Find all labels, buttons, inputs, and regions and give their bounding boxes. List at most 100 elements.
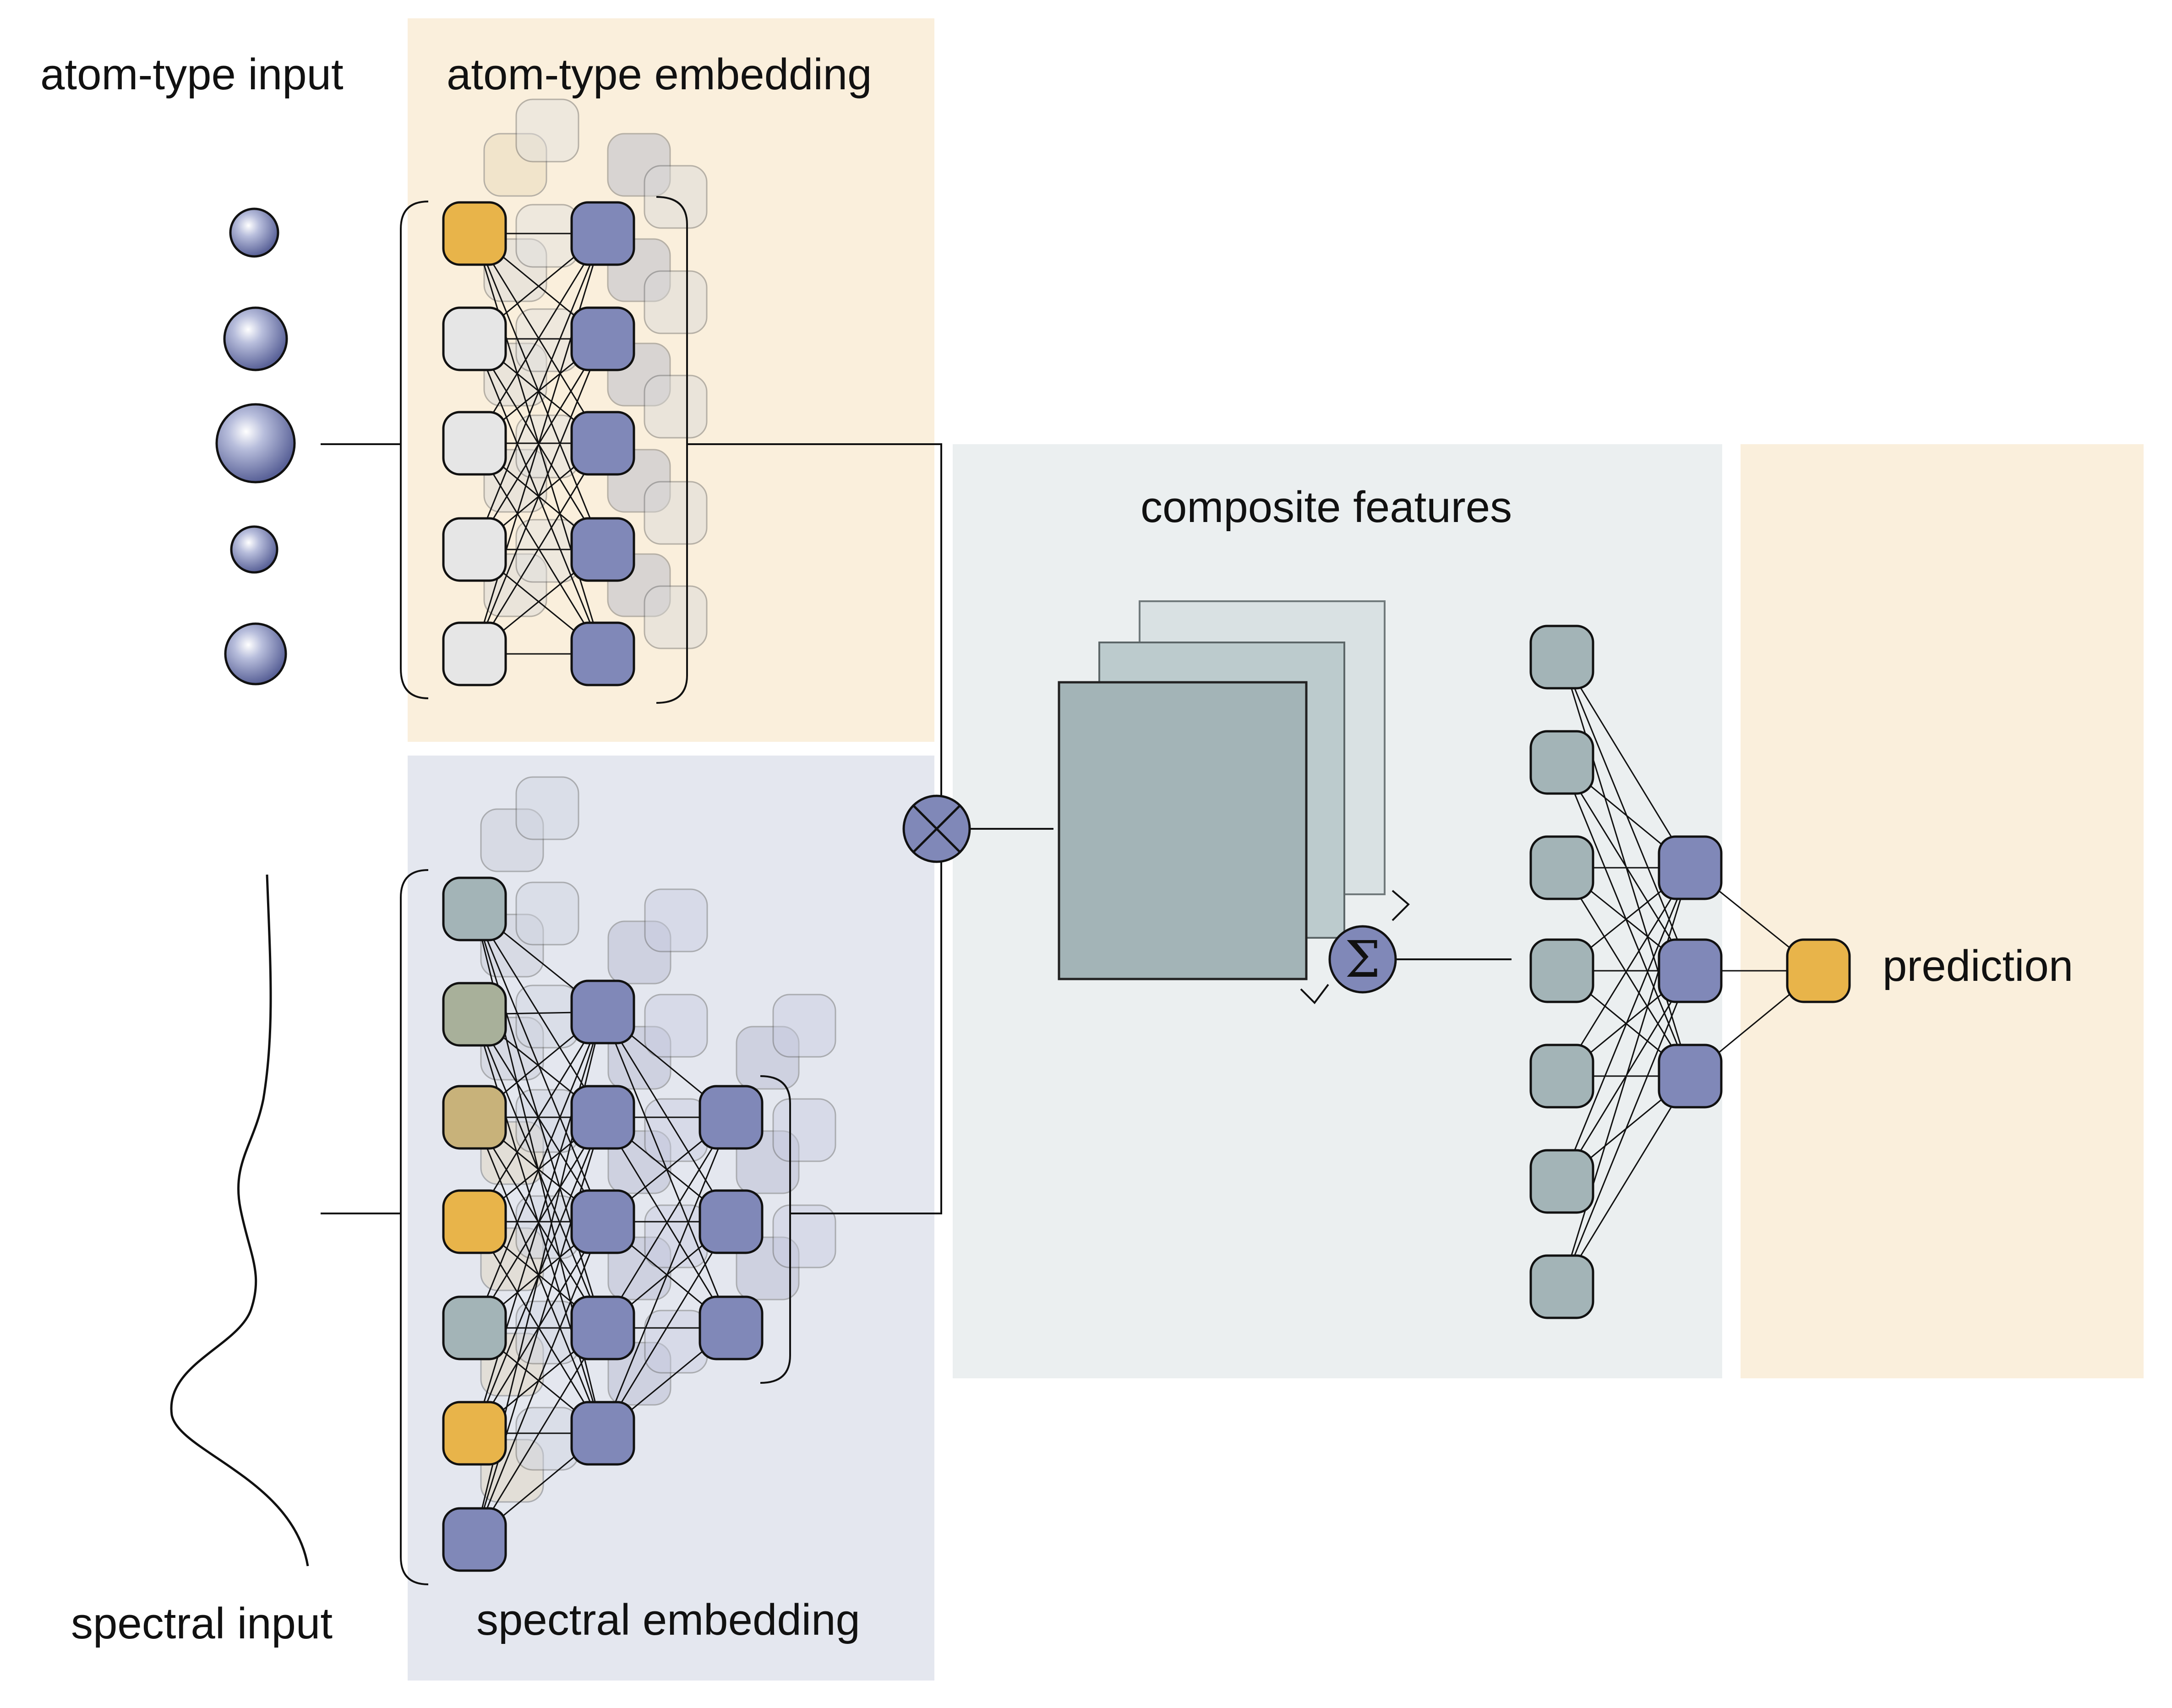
composite-input-node: [1529, 1044, 1594, 1109]
ghost-node: [644, 481, 708, 545]
spectral-embedding-edge: [474, 1012, 604, 1434]
spectral-embedding-edge: [474, 1327, 604, 1540]
ghost-node: [644, 1310, 708, 1374]
spectral-embedding-hidden-node: [570, 1401, 635, 1466]
atom-embedding-input-node: [442, 517, 507, 582]
composite-network-edge: [1561, 867, 1691, 1077]
sum-operator: Σ: [1328, 925, 1397, 994]
spectral-embedding-input-node: [442, 1189, 507, 1254]
atom-embedding-edge: [474, 443, 604, 654]
atom-embedding-edge: [474, 233, 604, 444]
composite-network-edge: [1561, 657, 1691, 868]
composite-network-edge: [1561, 1076, 1691, 1287]
ghost-nodes: [480, 98, 836, 1503]
multiply-operator: [902, 794, 971, 863]
ghost-node: [644, 994, 708, 1058]
spectral-embedding-input-node: [442, 1085, 507, 1150]
spectral-embedding-input-node: [442, 876, 507, 941]
composite-input-node: [1529, 730, 1594, 795]
atom-embedding-edge: [474, 233, 604, 550]
composite-network-edge: [1561, 867, 1691, 1182]
spectral-embedding-edge: [474, 1117, 604, 1540]
atom-sphere: [215, 403, 296, 484]
feature-map-bracket-bottom: [1300, 984, 1329, 1005]
composite-input-node: [1529, 1254, 1594, 1319]
ghost-node: [515, 985, 579, 1049]
ghost-node: [644, 165, 708, 229]
atom-embedding-output-node: [570, 517, 635, 582]
atom-embedding-input-node: [442, 306, 507, 371]
ghost-node: [607, 133, 671, 197]
ghost-node: [480, 808, 544, 872]
spectral-embedding-edge: [474, 1012, 604, 1222]
composite-network-edge: [1561, 970, 1691, 1287]
atom-embedding-output-node: [570, 201, 635, 266]
atom-embedding-edge: [474, 338, 604, 654]
atom-embedding-bracket-right: [656, 196, 688, 704]
atom-embedding-input-node: [442, 411, 507, 476]
atom-sphere: [229, 207, 279, 258]
atom-embedding-edge: [474, 233, 604, 654]
atom-embedding-bracket-left: [400, 201, 429, 699]
spectral-embedding-input-node: [442, 1507, 507, 1572]
multiply-cross-b: [913, 805, 960, 853]
spectral-embedding-hidden-node: [570, 1085, 635, 1150]
brackets: [400, 196, 791, 1585]
spectral-embedding-output-node: [699, 1295, 764, 1360]
spectral-embedding-bracket-right: [760, 1075, 791, 1384]
sum-symbol: Σ: [1345, 930, 1381, 989]
ghost-node: [515, 204, 579, 268]
ghost-node: [515, 98, 579, 163]
ghost-node: [772, 1098, 836, 1162]
spectral-embedding-input-node: [442, 982, 507, 1047]
composite-input-node: [1529, 1149, 1594, 1214]
composite-input-node: [1529, 625, 1594, 690]
spectral-input-curve: [170, 874, 309, 1567]
spectral-embedding-edge: [602, 1117, 732, 1328]
feature-maps: [1058, 600, 1386, 980]
ghost-node: [515, 776, 579, 840]
connector-lines: [321, 443, 1512, 1214]
composite-hidden-node: [1658, 1044, 1723, 1109]
ghost-node: [644, 1098, 708, 1162]
spectral-embedding-bracket-left: [400, 869, 429, 1585]
composite-input-node: [1529, 835, 1594, 900]
composite-hidden-node: [1658, 835, 1723, 900]
spectral-embedding-output-node: [699, 1189, 764, 1254]
ghost-node: [736, 1236, 800, 1300]
spectral-embedding-to-multiply: [790, 862, 942, 1214]
composite-features-label: composite features: [1141, 483, 1512, 532]
ghost-node: [644, 585, 708, 649]
sum-circle: [1328, 925, 1397, 994]
network-nodes: [442, 201, 1851, 1572]
atom-type-input-spheres: [215, 207, 296, 685]
prediction-output-node: [1786, 938, 1851, 1003]
atom-embedding-input-node: [442, 201, 507, 266]
atom-type-input-label: atom-type input: [40, 50, 344, 99]
spectral-input-label: spectral input: [71, 1599, 333, 1648]
ghost-node: [644, 888, 708, 952]
ghost-node: [644, 375, 708, 439]
ghost-node: [515, 881, 579, 946]
ghost-node: [772, 1204, 836, 1268]
ghost-node: [772, 994, 836, 1058]
spectral-embedding-edge: [474, 1221, 604, 1540]
ghost-node: [607, 920, 671, 985]
ghost-node: [644, 270, 708, 334]
spectral-embedding-hidden-node: [570, 1189, 635, 1254]
spectral-embedding-edge: [602, 1117, 732, 1434]
atom-embedding-input-node: [442, 621, 507, 686]
atom-sphere: [223, 306, 288, 371]
feature-map-front: [1058, 681, 1308, 980]
feature-map-bracket-top: [1392, 890, 1410, 921]
ghost-node: [736, 1026, 800, 1090]
ghost-node: [483, 133, 547, 197]
atom-embedding-to-multiply: [687, 443, 942, 796]
spectral-embedding-hidden-node: [570, 979, 635, 1044]
atom-type-embedding-panel: [408, 18, 934, 742]
atom-embedding-output-node: [570, 306, 635, 371]
spectral-embedding-edge: [474, 1012, 604, 1328]
atom-embedding-output-node: [570, 621, 635, 686]
spectral-embedding-label: spectral embedding: [476, 1595, 860, 1644]
